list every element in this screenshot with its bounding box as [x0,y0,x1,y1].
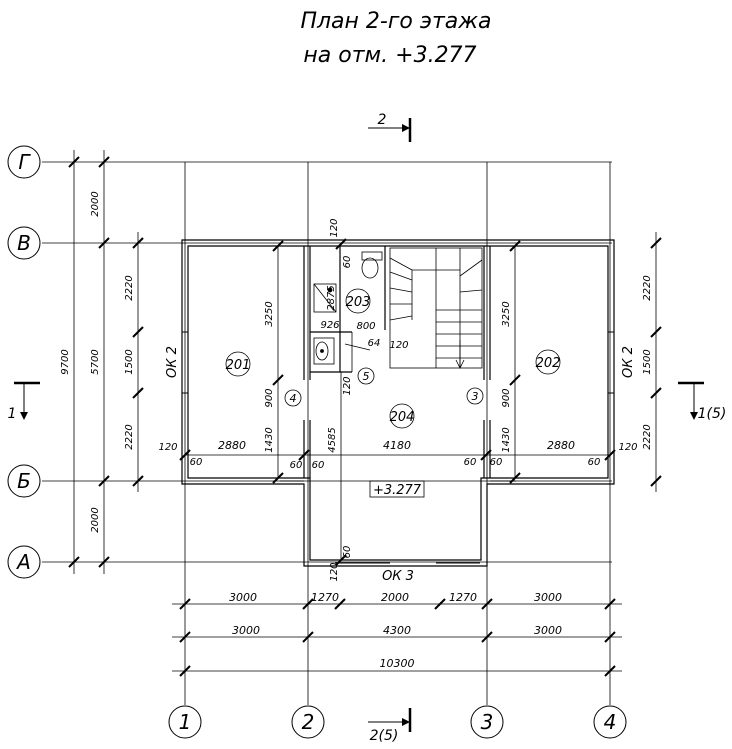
marker-4: 4 [290,392,297,405]
dimension-ticks [68,156,662,677]
room-labels: 201 202 203 204 [226,288,561,429]
dim-overall-height: 9700 [60,349,71,374]
bathroom-fixtures [313,251,383,372]
dim-col-1270-b: 1270 [449,591,477,604]
dim-right-2220-top: 2220 [642,275,653,300]
dimension-lines [73,150,657,672]
axis-row-g: Г [18,150,31,174]
marker-5: 5 [363,370,370,383]
dim-left-2220-top: 2220 [124,275,135,300]
room-203-label: 203 [346,295,371,310]
window-bottom-label: ОК 3 [382,569,414,584]
dim-bath-926: 926 [320,320,339,331]
dim-col-1270-a: 1270 [311,591,339,604]
room-204-label: 204 [390,410,415,425]
dim-col-2000: 2000 [381,591,409,604]
axis-row-a: А [15,550,31,574]
dim-room-depth-right: 3250 [501,301,512,326]
dim-bath-800: 800 [356,321,375,332]
marker-3: 3 [472,390,479,403]
dim-right-1500: 1500 [642,349,653,374]
dim-wall-120-bath: 120 [342,376,353,395]
dim-60-b: 60 [290,460,303,471]
dim-stair-120: 120 [389,340,408,351]
section-right-label: 1(5) [698,406,727,422]
axis-col-3: 3 [481,710,494,734]
interior-walls [303,246,491,478]
dim-1430-left: 1430 [264,427,275,452]
dim-wall-120-right: 120 [618,442,637,453]
dim-room-depth-left: 3250 [264,301,275,326]
dim-bay-4300: 4300 [383,624,411,637]
dim-mid-height: 5700 [90,349,101,374]
dim-bay-3000-a: 3000 [232,624,260,637]
dim-door-900-left: 900 [264,388,275,407]
dim-2880-right: 2880 [547,439,575,452]
dim-bath-2875: 2875 [326,285,337,310]
dim-left-1500: 1500 [124,349,135,374]
dim-wall-120-bottom: 120 [329,562,340,581]
dim-stair-64: 64 [368,338,381,349]
dim-wall-60-top: 60 [342,256,353,269]
plan-title: План 2-го этажа [300,9,491,34]
dim-60-f: 60 [588,457,601,468]
dim-60-d: 60 [464,457,477,468]
dim-60-a: 60 [190,457,203,468]
dim-door-900-right: 900 [501,388,512,407]
dim-col-3000-b: 3000 [534,591,562,604]
section-bottom-label: 2(5) [370,728,399,744]
dim-4585: 4585 [327,427,338,452]
column-axis-bubbles: 1 2 3 4 [168,705,627,739]
axis-col-2: 2 [302,710,315,734]
dim-total-10300: 10300 [380,657,415,670]
section-top-label: 2 [378,112,387,128]
axis-col-4: 4 [604,710,617,734]
dim-4180: 4180 [383,439,411,452]
dim-bay-3000-b: 3000 [534,624,562,637]
window-left-label: ОК 2 [165,346,180,378]
staircase [389,247,483,369]
dim-bottom-2000: 2000 [90,507,101,532]
axis-row-v: В [17,231,31,255]
plan-subtitle: на отм. +3.277 [303,43,476,68]
exterior-walls [181,239,615,567]
dim-2880-left: 2880 [218,439,246,452]
window-right-label: ОК 2 [621,346,636,378]
axis-row-b: Б [17,469,31,493]
dim-wall-120-top: 120 [329,218,340,237]
dim-col-3000-a: 3000 [229,591,257,604]
section-markers: 2 2(5) 1 1(5) [8,112,727,744]
room-202-label: 202 [536,356,561,371]
dim-60-e: 60 [490,457,503,468]
elevation-mark: +3.277 [373,483,422,498]
dim-wall-60-bottom: 60 [342,546,353,559]
dim-wall-120-left: 120 [158,442,177,453]
dim-right-2220-bottom: 2220 [642,424,653,449]
axis-col-1: 1 [179,710,192,734]
row-axis-bubbles: Г В Б А [7,145,41,579]
dim-60-c: 60 [312,460,325,471]
room-201-label: 201 [226,358,251,373]
dim-top-2000: 2000 [90,191,101,216]
element-markers: 4 3 5 [284,367,484,407]
dim-1430-right: 1430 [501,427,512,452]
dim-left-2220-bottom: 2220 [124,424,135,449]
section-left-label: 1 [8,406,17,422]
